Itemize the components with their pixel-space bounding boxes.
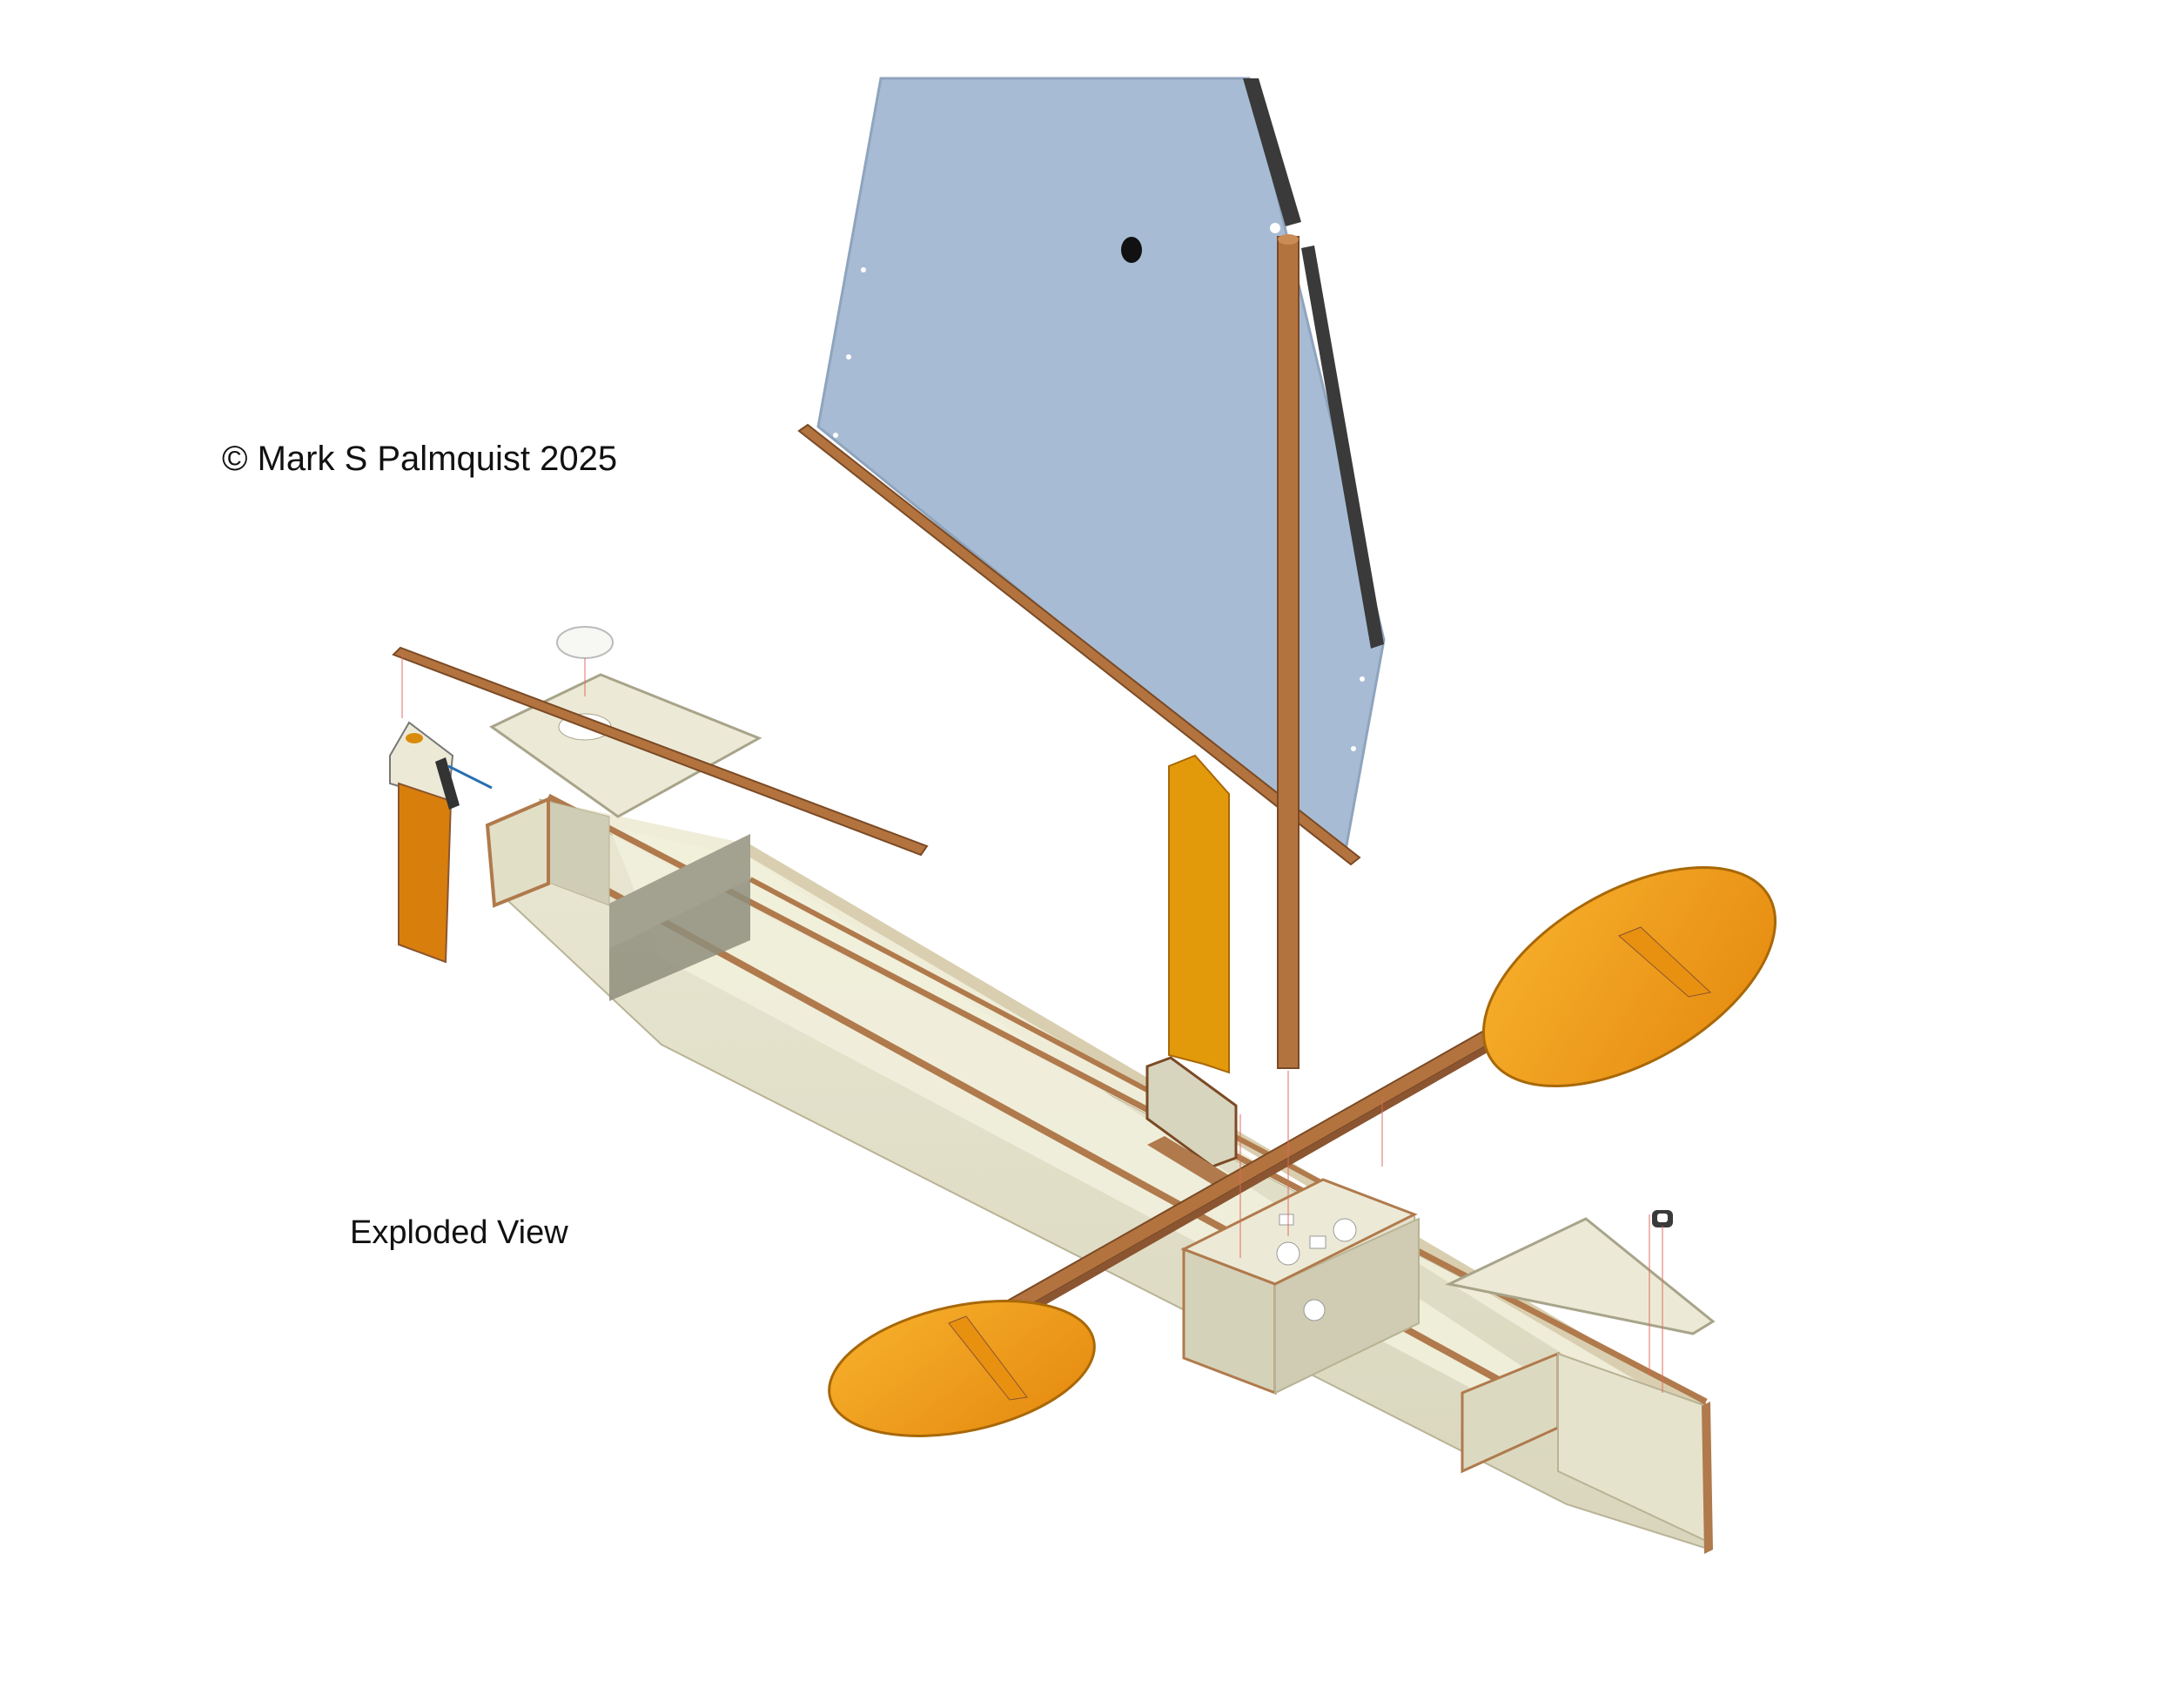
grommet xyxy=(1360,676,1365,682)
rudder xyxy=(389,721,493,964)
bow-deck xyxy=(1445,1217,1716,1335)
assembly-guide-lines xyxy=(401,655,1663,1393)
mast-partner xyxy=(1145,1056,1238,1188)
grommet xyxy=(1351,746,1356,751)
hull xyxy=(485,793,1713,1554)
tiller xyxy=(392,646,929,857)
grommet xyxy=(846,354,851,360)
yard xyxy=(797,423,1361,866)
mast xyxy=(1277,234,1300,1069)
mast-track xyxy=(1243,78,1384,649)
ama-left xyxy=(828,1300,1096,1437)
leeboard xyxy=(1168,754,1230,1074)
padeye xyxy=(1652,1210,1673,1227)
grommet xyxy=(833,433,838,438)
grommet xyxy=(861,267,866,272)
copyright-notice: © Mark S Palmquist 2025 xyxy=(222,440,618,478)
hatch-cover xyxy=(556,626,614,659)
ama-right xyxy=(1481,865,1777,1088)
sail xyxy=(816,77,1386,857)
sail-window xyxy=(1121,237,1142,263)
view-title: Exploded View xyxy=(350,1214,568,1251)
deck-plate xyxy=(489,673,762,818)
